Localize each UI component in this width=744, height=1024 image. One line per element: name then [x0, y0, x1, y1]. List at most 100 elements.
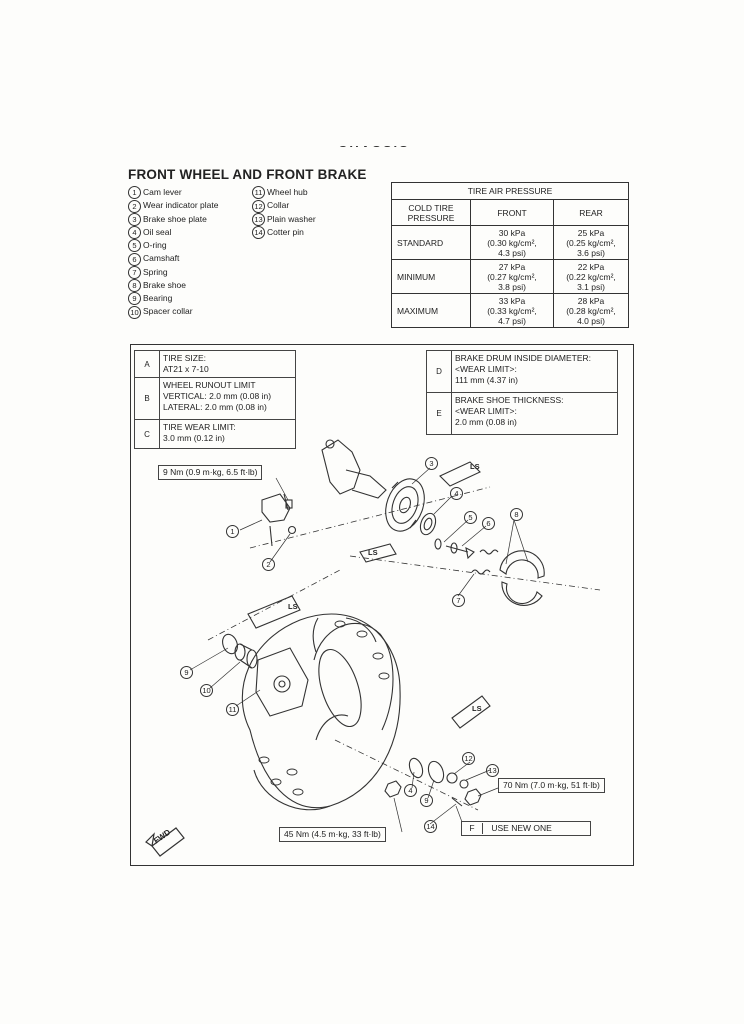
row-header: STANDARD — [391, 225, 471, 260]
part-label: Brake shoe plate — [143, 213, 207, 224]
brake-shoes — [499, 550, 545, 606]
cell-line: (0.27 kg/cm², — [487, 271, 537, 282]
part-number-badge: 10 — [128, 305, 141, 319]
diagram-number: 14 — [424, 820, 437, 833]
cell-line: 22 kPa — [577, 261, 605, 272]
diagram-number: 8 — [510, 508, 523, 521]
part-label: Spacer collar — [143, 306, 193, 317]
part-number-badge: 5 — [128, 239, 141, 253]
part-number-badge: 8 — [128, 279, 141, 292]
part-label: Brake shoe — [143, 279, 186, 290]
part-label: Spring — [143, 266, 168, 277]
part-label: Cam lever — [143, 187, 182, 197]
spec-letter: D — [427, 351, 452, 392]
tire-tread-slots — [258, 620, 390, 796]
table-row: MAXIMUM 33 kPa(0.33 kg/cm², 4.7 psi) 28 … — [391, 293, 629, 328]
spec-letter: B — [135, 378, 160, 419]
axle-nut — [464, 788, 482, 806]
part-number-badge: 7 — [128, 265, 141, 279]
torque-callout-cam-lever: 9 Nm (0.9 m·kg, 6.5 ft·lb) — [158, 465, 263, 480]
spec-line: TIRE SIZE: — [163, 353, 206, 363]
spec-line: BRAKE DRUM INSIDE DIAMETER: — [455, 353, 592, 363]
part-number-badge: 12 — [252, 199, 265, 213]
diagram-number: 1 — [226, 525, 239, 538]
part-number-badge: 13 — [252, 212, 265, 226]
wear-indicator-plate — [287, 525, 297, 535]
diagram-number: 2 — [262, 558, 275, 571]
diagram-number: 3 — [425, 457, 438, 470]
table-row: MINIMUM 27 kPa(0.27 kg/cm², 3.8 psi) 22 … — [391, 259, 629, 294]
part-number-badge: 11 — [252, 186, 265, 200]
spec-line: LATERAL: 2.0 mm (0.08 in) — [163, 402, 267, 412]
cell-line: 4.7 psi) — [498, 315, 526, 326]
fwd-arrow-icon — [145, 827, 185, 857]
spec-box-a: A TIRE SIZE:AT21 x 7-10 — [134, 350, 296, 378]
exploded-diagram-frame — [130, 344, 634, 866]
row-header: MAXIMUM — [391, 293, 471, 328]
diagram-number: 13 — [486, 764, 499, 777]
part-number-badge: 6 — [128, 252, 141, 266]
tire-pressure-table: TIRE AIR PRESSURE COLD TIRE PRESSURE FRO… — [391, 182, 629, 328]
diagram-number: 11 — [226, 703, 239, 716]
part-label: O-ring — [143, 240, 167, 250]
spacer-collar — [234, 643, 258, 669]
bearing-left — [222, 633, 238, 655]
spec-line: <WEAR LIMIT>: — [455, 406, 517, 416]
cell-line: 28 kPa — [577, 295, 605, 306]
cell-line: 33 kPa — [498, 295, 526, 306]
spec-line: AT21 x 7-10 — [163, 364, 209, 374]
part-label: Collar — [267, 200, 290, 211]
cell-line: (0.22 kg/cm², — [566, 271, 616, 282]
part-label: Bearing — [143, 293, 173, 303]
cam-lever — [261, 493, 293, 547]
collar — [446, 772, 458, 784]
spec-line: 2.0 mm (0.08 in) — [455, 417, 517, 427]
spec-line: <WEAR LIMIT>: — [455, 364, 517, 374]
axis-lines — [207, 486, 601, 811]
diagram-number: 4 — [450, 487, 463, 500]
spec-letter: F — [462, 823, 483, 834]
springs — [471, 549, 499, 575]
spec-box-c: C TIRE WEAR LIMIT:3.0 mm (0.12 in) — [134, 419, 296, 449]
diagram-number: 6 — [482, 517, 495, 530]
cell-line: 27 kPa — [498, 261, 526, 272]
cotter-pin — [451, 797, 463, 807]
part-number-badge: 9 — [128, 292, 141, 306]
spec-box-d: D BRAKE DRUM INSIDE DIAMETER:<WEAR LIMIT… — [426, 350, 618, 393]
spec-line: WHEEL RUNOUT LIMIT — [163, 380, 256, 390]
ls-label: LS — [288, 602, 298, 611]
part-number-badge: 14 — [252, 226, 265, 239]
cell-line: 4.0 psi) — [577, 315, 605, 326]
cell-line: 3.6 psi) — [577, 247, 605, 258]
spec-box-f: F USE NEW ONE — [461, 821, 591, 836]
part-label: Oil seal — [143, 226, 172, 237]
spec-box-e: E BRAKE SHOE THICKNESS:<WEAR LIMIT>:2.0 … — [426, 392, 618, 435]
ls-label: LS — [470, 462, 480, 471]
wheel-hub — [255, 647, 309, 717]
spec-line: USE NEW ONE — [491, 823, 552, 833]
bearing-right — [408, 757, 424, 779]
part-number-badge: 1 — [128, 186, 141, 200]
torque-callout-axle-nut: 70 Nm (7.0 m·kg, 51 ft·lb) — [498, 778, 605, 793]
cell-line: (0.25 kg/cm², — [566, 237, 616, 248]
cell-line: (0.28 kg/cm², — [566, 305, 616, 316]
diagram-number: 9 — [420, 794, 433, 807]
spec-line: BRAKE SHOE THICKNESS: — [455, 395, 564, 405]
camshaft — [434, 538, 475, 560]
part-label: Camshaft — [143, 253, 180, 264]
brake-shoe-plate — [385, 478, 425, 532]
cell-line: 30 kPa — [498, 227, 526, 238]
hub-nut — [384, 780, 402, 798]
spec-line: 3.0 mm (0.12 in) — [163, 433, 225, 443]
cell-line: 4.3 psi) — [498, 247, 526, 258]
cell-line: (0.33 kg/cm², — [487, 305, 537, 316]
